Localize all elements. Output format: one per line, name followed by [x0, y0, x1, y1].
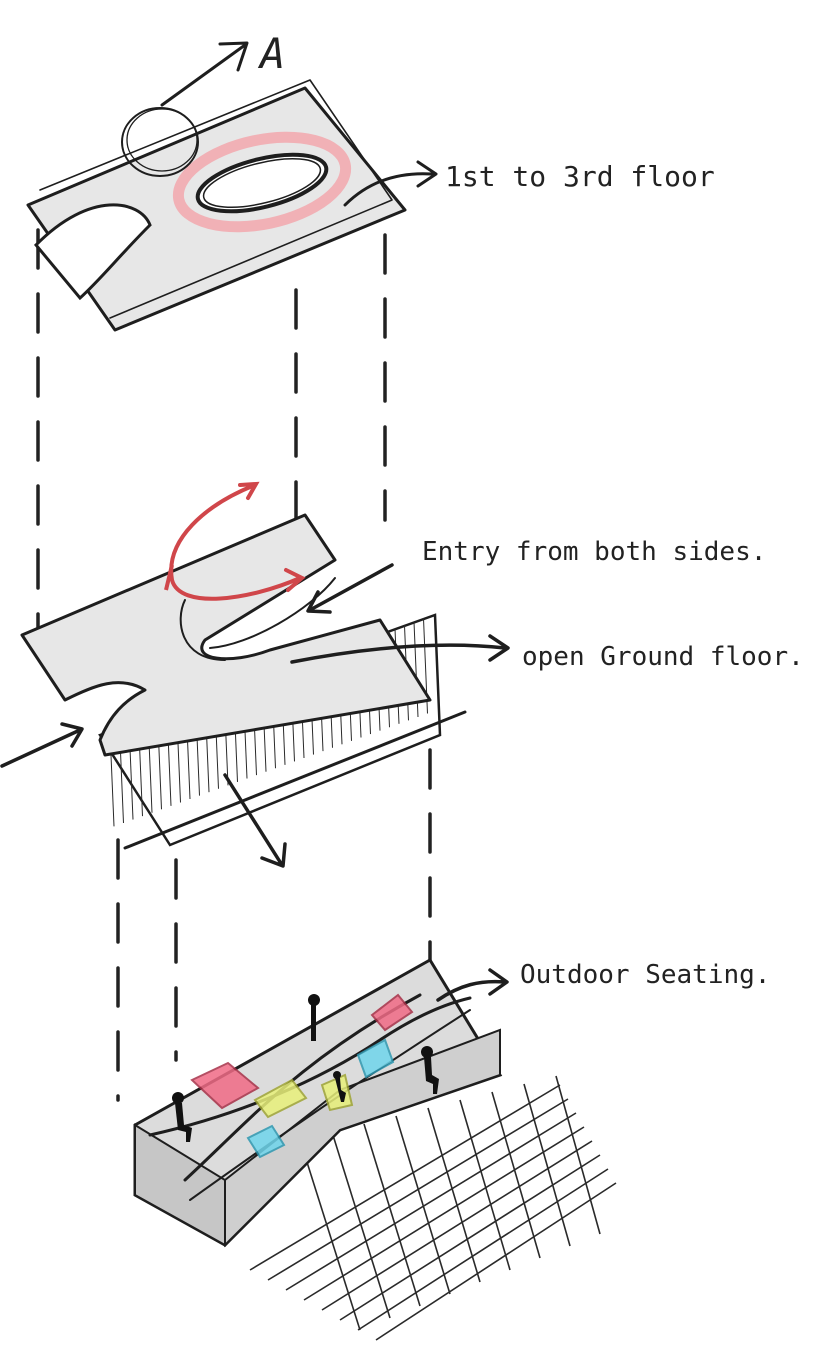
- entry-label: Entry from both sides.: [422, 537, 766, 567]
- seating-label: Outdoor Seating.: [520, 960, 770, 990]
- ground-floor-label: open Ground floor.: [522, 642, 804, 672]
- upper-floor-plate: [28, 43, 405, 330]
- ground-floor-plate: [22, 515, 465, 848]
- arrow-icon: [438, 970, 507, 1000]
- arrow-icon: [162, 43, 247, 105]
- outdoor-seating-block: [135, 960, 616, 1340]
- arrow-icon: [2, 724, 82, 766]
- arrow-icon: [308, 565, 392, 612]
- section-marker-label: A: [257, 29, 285, 78]
- upper-floors-label: 1st to 3rd floor: [445, 160, 715, 193]
